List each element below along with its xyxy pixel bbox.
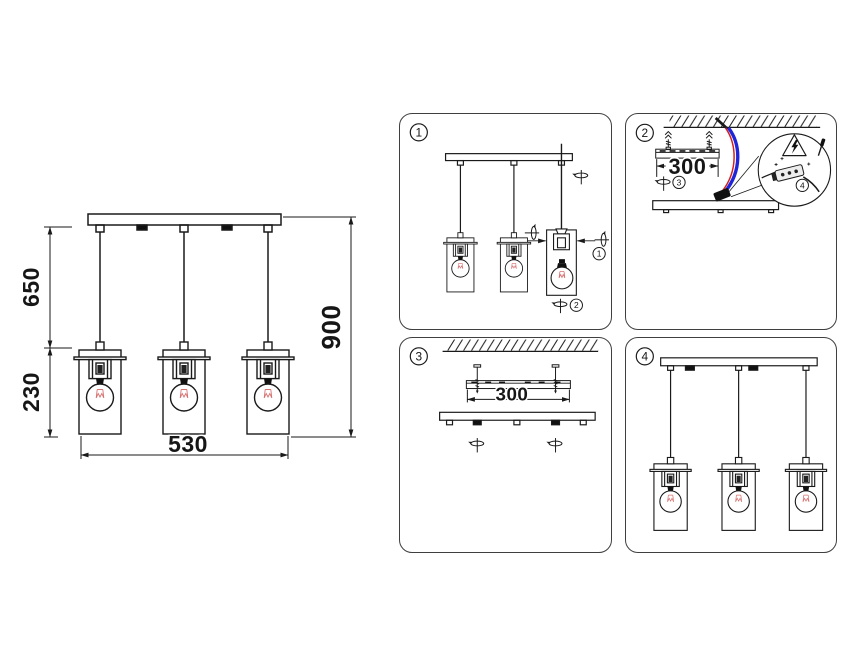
- wiring-detail-circle: 4: [757, 133, 832, 207]
- exploded-pendant: [546, 228, 577, 296]
- svg-text:2: 2: [574, 300, 579, 310]
- svg-text:3: 3: [677, 177, 682, 187]
- step-1-panel: 1: [399, 113, 612, 330]
- mounting-screw-icon: [473, 364, 482, 395]
- cord-connector: [95, 224, 105, 233]
- pendant-shade: [496, 232, 532, 293]
- step-4-panel: 4: [625, 337, 837, 553]
- pendant-shade: [649, 456, 692, 531]
- ceiling-hatch: [663, 115, 821, 128]
- dimension-530: [80, 436, 289, 459]
- terminal-block: [713, 188, 731, 202]
- screw-up-icon: [664, 131, 672, 151]
- electric-shock-warning-icon: [782, 134, 807, 157]
- dim-total-label: 900: [316, 305, 346, 350]
- step-3-panel: 3 300: [399, 337, 612, 553]
- screw-turn-icon: [467, 437, 485, 453]
- callout-1: 1: [592, 247, 606, 261]
- dim-drop-label: 650: [18, 267, 44, 307]
- step-number: 2: [642, 126, 649, 140]
- pendant-shade: [241, 341, 295, 435]
- step-number-badge: 2: [635, 123, 654, 142]
- screw-turn-icon: [545, 437, 563, 453]
- screw-turn-icon: [550, 298, 568, 314]
- step-number-badge: 3: [409, 347, 428, 366]
- ceiling-hatch: [442, 339, 599, 352]
- step-number: 3: [416, 349, 423, 363]
- cord-connector: [263, 224, 273, 233]
- canopy: [660, 357, 818, 371]
- screw-up-icon: [705, 131, 713, 151]
- wire-red: [721, 127, 735, 192]
- step-number-badge: 1: [409, 123, 428, 142]
- dim-width-label: 530: [168, 431, 208, 457]
- callout-4: 4: [795, 178, 809, 192]
- pendant-shade: [717, 456, 760, 531]
- socket-cap: [555, 228, 568, 235]
- mounting-bracket: [655, 148, 720, 159]
- canopy: [439, 411, 596, 426]
- bracket-dim-label: 300: [669, 154, 707, 179]
- screwdriver-icon: [817, 138, 826, 156]
- dimension-650-230: [44, 226, 72, 438]
- canopy: [444, 153, 573, 166]
- pendant-shade: [73, 341, 127, 435]
- cord-connector: [179, 224, 189, 233]
- dimension-900: [283, 216, 356, 438]
- screw-turn-icon: [571, 169, 589, 185]
- cords: [669, 370, 807, 459]
- dimensioned-lamp-drawing: 650 230 530 900: [18, 213, 356, 459]
- step2-diagram: 2 300: [635, 115, 832, 214]
- step-2-panel: 2 300: [625, 113, 837, 330]
- mounting-nub: [748, 365, 759, 371]
- bracket-dimension: [466, 389, 570, 403]
- terminal-block-detail: [771, 164, 805, 182]
- detail-leader-lines: [728, 155, 763, 198]
- svg-text:4: 4: [800, 180, 805, 190]
- pendant-shade: [784, 456, 828, 531]
- mounting-nub: [221, 224, 233, 231]
- step4-diagram: 4: [635, 347, 828, 531]
- detail-wire-right: [802, 176, 820, 193]
- callout-3: 3: [672, 175, 686, 190]
- mounting-nub: [136, 224, 148, 231]
- bracket-dim-label: 300: [496, 383, 529, 404]
- mounting-nub: [684, 365, 695, 371]
- svg-text:1: 1: [597, 249, 602, 259]
- screw-turn-icon: [524, 223, 540, 240]
- canopy: [87, 213, 282, 233]
- step-number: 4: [642, 349, 649, 363]
- mains-cable: [714, 116, 729, 130]
- mounting-nub: [550, 419, 561, 426]
- step-number-badge: 4: [635, 347, 654, 366]
- cords: [99, 232, 269, 342]
- light-bulb: [550, 259, 574, 290]
- canopy: [652, 200, 780, 214]
- screw-turn-icon: [594, 230, 610, 247]
- mounting-screw-icon: [551, 364, 560, 395]
- step1-diagram: 1: [409, 123, 610, 314]
- mounting-nub: [472, 419, 482, 426]
- pendant-shade: [157, 341, 211, 435]
- mounting-bracket: [465, 380, 571, 390]
- callout-2: 2: [569, 298, 583, 312]
- bracket-dimension: [656, 159, 719, 177]
- wire-blue: [723, 126, 740, 193]
- step-number: 1: [416, 125, 423, 139]
- pendant-shade: [443, 232, 478, 293]
- detail-wire-left: [761, 171, 776, 179]
- dim-shade-label: 230: [18, 372, 44, 412]
- step3-diagram: 3 300: [409, 339, 599, 453]
- sparkle-marks: [774, 157, 811, 167]
